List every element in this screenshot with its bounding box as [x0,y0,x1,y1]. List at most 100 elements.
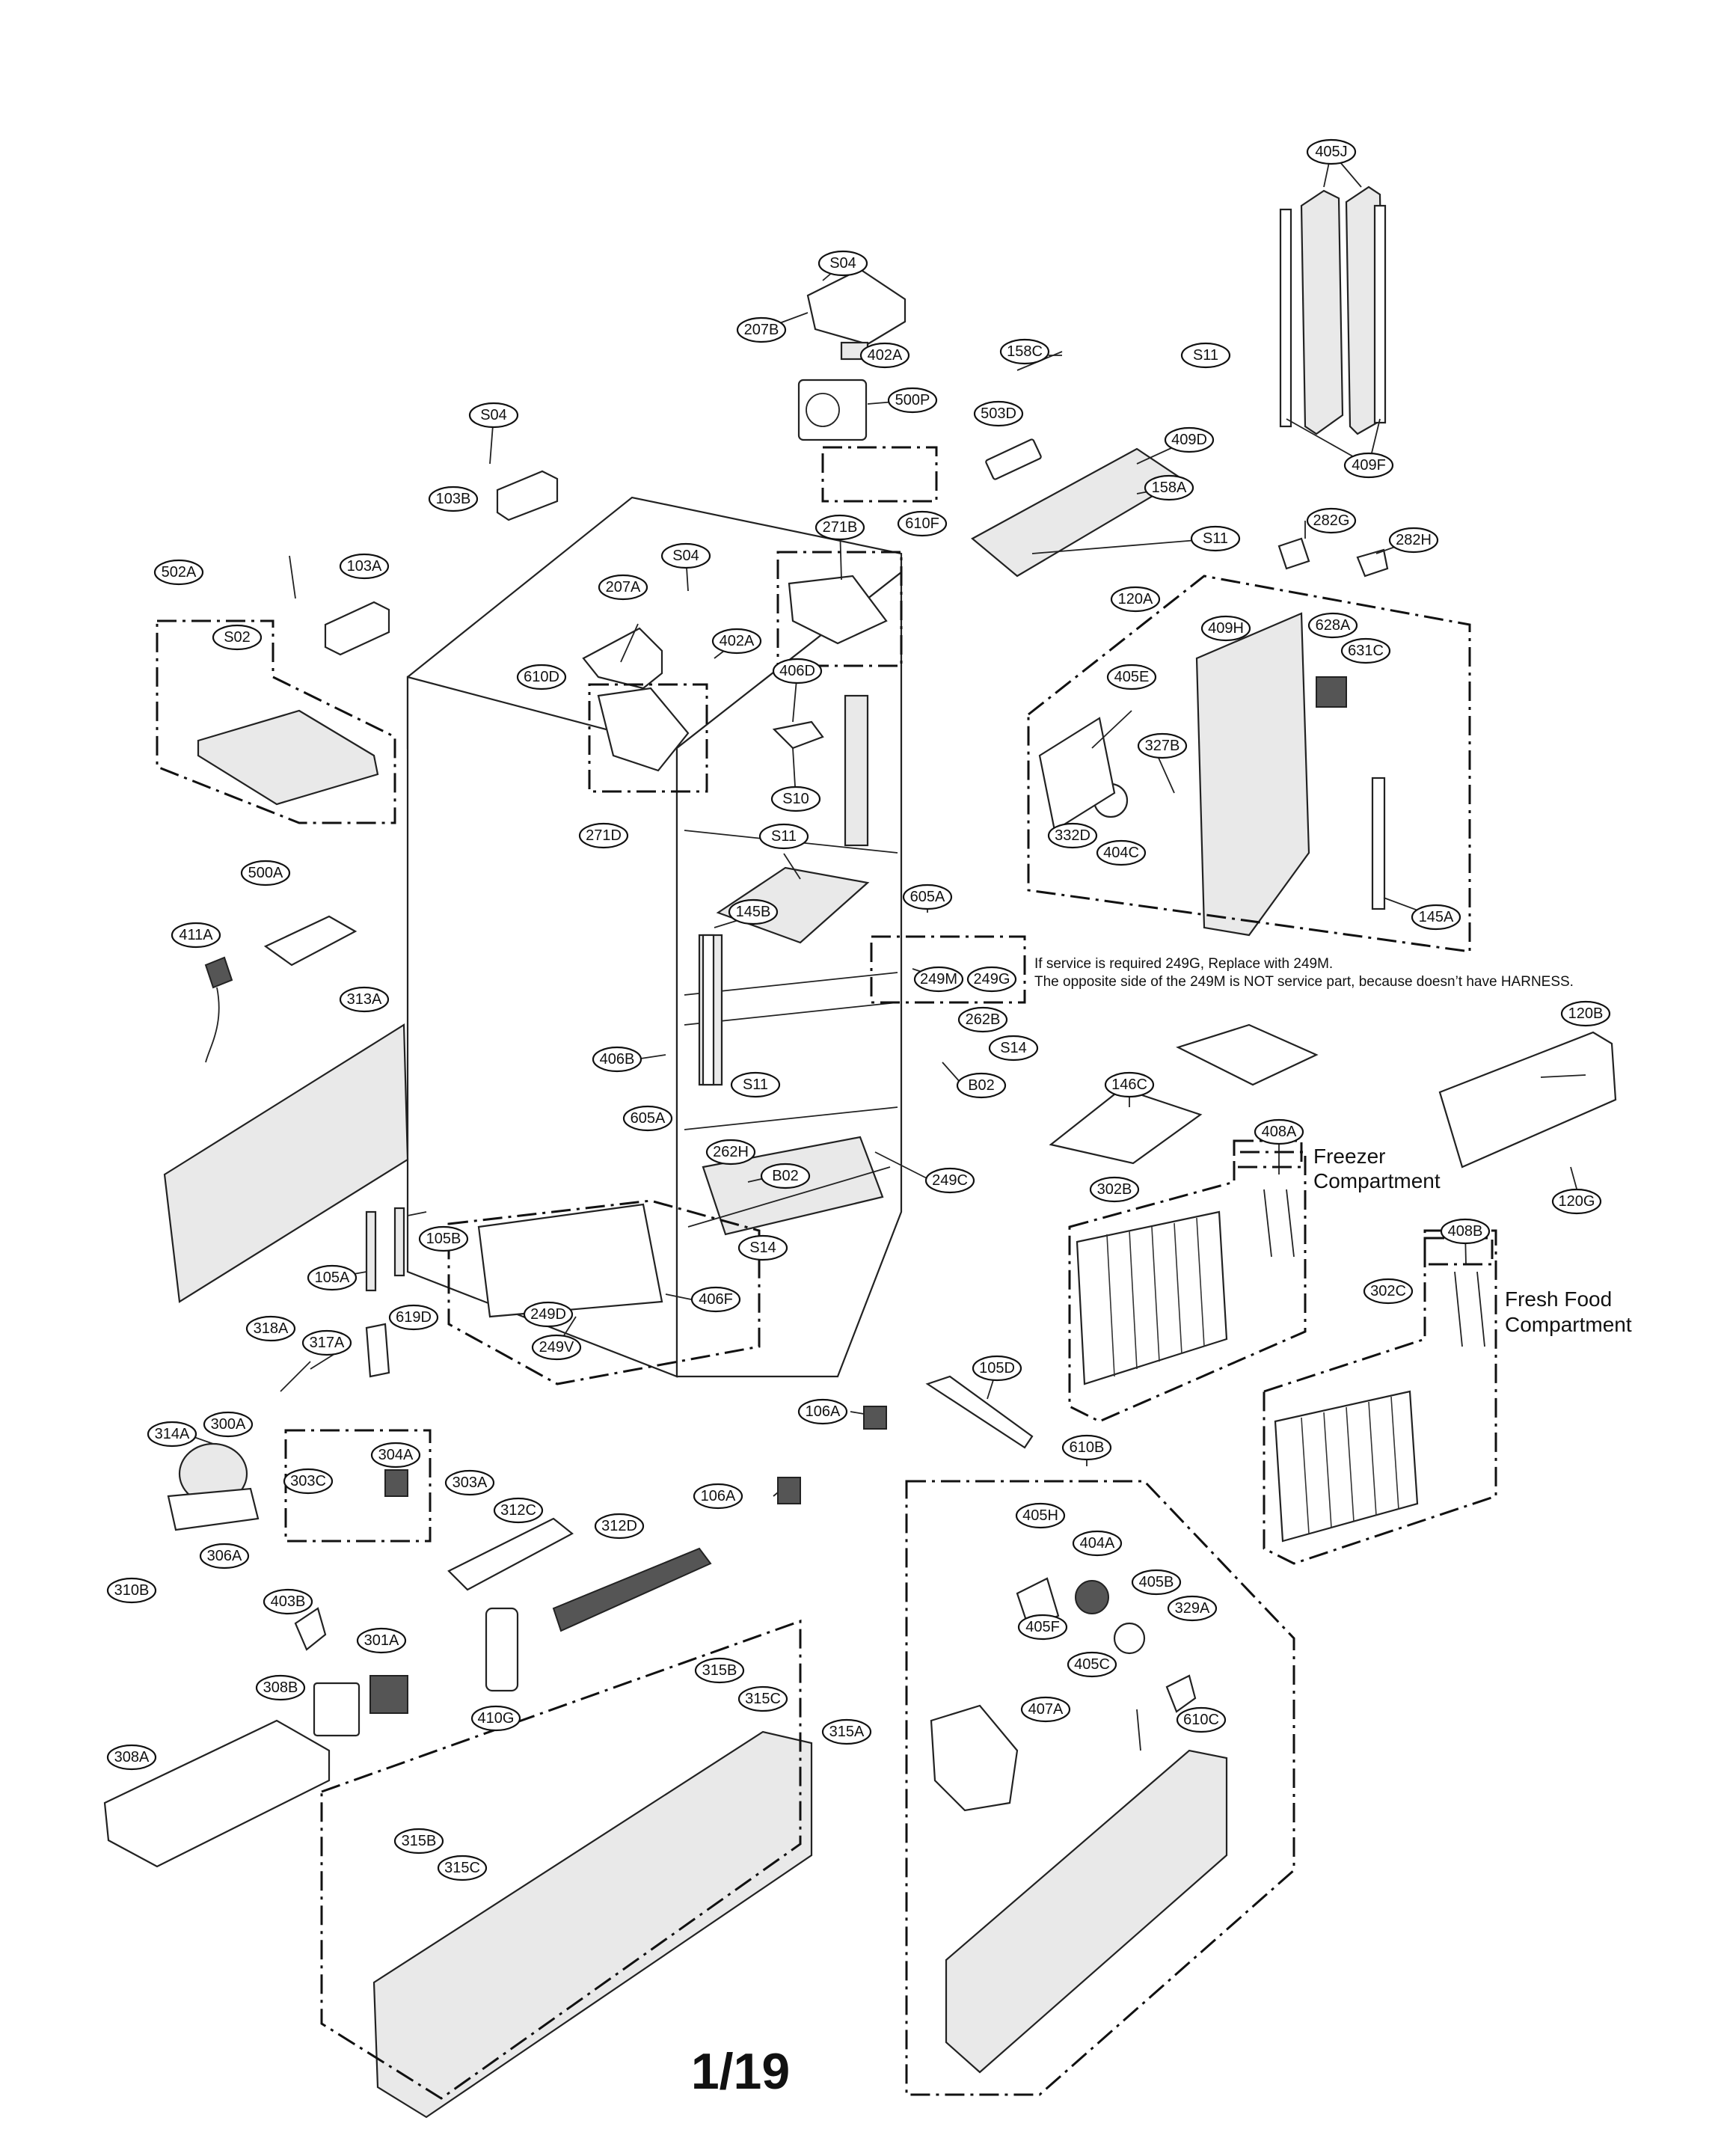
leveler-106A-b [777,1477,801,1504]
label-312C: 312C [493,1497,544,1524]
label-619D: 619D [388,1304,439,1331]
svg-text:312C: 312C [500,1502,536,1519]
svg-text:411A: 411A [179,927,213,943]
page-number: 1/19 [691,2043,790,2100]
bracket-105D [925,1375,1034,1449]
label-304A: 304A [370,1442,421,1469]
label-207B: 207B [736,316,787,343]
label-158C: 158C [999,338,1050,365]
label-103A: 103A [339,553,390,580]
svg-text:314A: 314A [155,1426,190,1442]
service-note-line2: The opposite side of the 249M is NOT ser… [1034,974,1574,990]
label-S14-right: S14 [988,1035,1039,1062]
label-106A-lower: 106A [693,1483,743,1510]
svg-text:628A: 628A [1316,617,1351,634]
svg-text:403B: 403B [271,1593,306,1610]
label-S14-low: S14 [737,1234,788,1261]
svg-text:610B: 610B [1070,1439,1105,1456]
svg-text:303C: 303C [290,1473,326,1489]
label-303C: 303C [283,1468,334,1495]
label-502A: 502A [153,559,204,586]
wire-610C [1136,1709,1141,1751]
label-610B: 610B [1061,1434,1112,1461]
svg-text:158C: 158C [1007,343,1043,360]
label-B02-low: B02 [760,1163,811,1189]
label-S11-top: S11 [1180,342,1231,369]
rail-145B [702,934,715,1086]
fresh-caption-line1: Fresh Food [1505,1287,1612,1311]
label-312D: 312D [594,1513,645,1540]
label-409F: 409F [1343,452,1394,479]
svg-text:249V: 249V [539,1339,574,1356]
svg-text:409F: 409F [1352,457,1386,474]
label-S04-left: S04 [468,402,519,429]
svg-text:271D: 271D [586,827,622,844]
svg-text:503D: 503D [981,405,1016,422]
label-S11-center: S11 [758,823,809,850]
svg-text:329A: 329A [1175,1600,1210,1617]
label-262H: 262H [705,1139,756,1166]
svg-text:207B: 207B [744,322,779,338]
label-106A-upper: 106A [797,1398,848,1425]
svg-text:271B: 271B [823,519,858,536]
svg-text:404C: 404C [1103,845,1139,861]
svg-text:303A: 303A [453,1474,488,1491]
outline-302B [1068,1151,1307,1423]
svg-text:315B: 315B [702,1662,737,1679]
fan-329A [1165,1674,1197,1713]
svg-text:405C: 405C [1074,1656,1110,1673]
fan-404A [1075,1580,1109,1614]
svg-text:145B: 145B [736,904,771,920]
svg-text:308A: 308A [114,1749,150,1765]
service-note-line1: If service is required 249G, Replace wit… [1034,956,1333,972]
svg-text:410G: 410G [478,1710,515,1727]
panel-313A [163,1023,409,1303]
svg-text:105A: 105A [315,1270,350,1286]
cover-146C-b [1176,1023,1319,1086]
filter-410G [485,1607,519,1692]
hinge-271D [597,687,690,772]
svg-text:282G: 282G [1313,512,1350,529]
label-262B: 262B [957,1006,1008,1033]
svg-text:317A: 317A [310,1335,345,1351]
part-282G [1277,537,1310,570]
label-120B: 120B [1560,1000,1611,1027]
label-410G: 410G [470,1705,521,1732]
svg-text:409D: 409D [1171,432,1207,448]
svg-text:406F: 406F [699,1291,733,1308]
label-610C: 610C [1176,1706,1227,1733]
svg-text:262B: 262B [966,1011,1001,1028]
label-158A: 158A [1144,474,1194,501]
label-329A: 329A [1167,1595,1218,1622]
heater-408B [1454,1271,1485,1347]
label-302B: 302B [1089,1176,1140,1203]
part-619D [365,1323,390,1378]
label-404A: 404A [1072,1530,1123,1557]
label-105A: 105A [307,1264,358,1291]
tube-105B [393,1207,405,1277]
svg-text:249D: 249D [530,1306,566,1323]
svg-text:106A: 106A [701,1488,736,1504]
label-S04-top: S04 [817,250,868,277]
svg-text:S04: S04 [480,407,507,423]
label-B02-right: B02 [956,1072,1007,1099]
outline-249M [870,935,1026,1004]
svg-text:631C: 631C [1348,643,1384,659]
label-308B: 308B [255,1674,306,1701]
part-282H [1356,548,1389,578]
cover-312D [552,1547,712,1632]
bar-409F-right [1373,204,1387,424]
part-503D [985,438,1042,480]
outline-408A [1233,1139,1303,1169]
label-402A-mid: 402A [711,628,762,655]
svg-text:S11: S11 [743,1077,768,1093]
cover-120B [1438,1031,1617,1169]
label-405C: 405C [1067,1651,1117,1678]
label-207A: 207A [598,574,648,601]
label-282G: 282G [1306,507,1357,534]
bracket-308B [313,1682,361,1737]
part-318A [280,1361,311,1392]
svg-text:313A: 313A [347,991,382,1008]
svg-text:409H: 409H [1208,620,1244,637]
svg-text:146C: 146C [1111,1077,1147,1093]
